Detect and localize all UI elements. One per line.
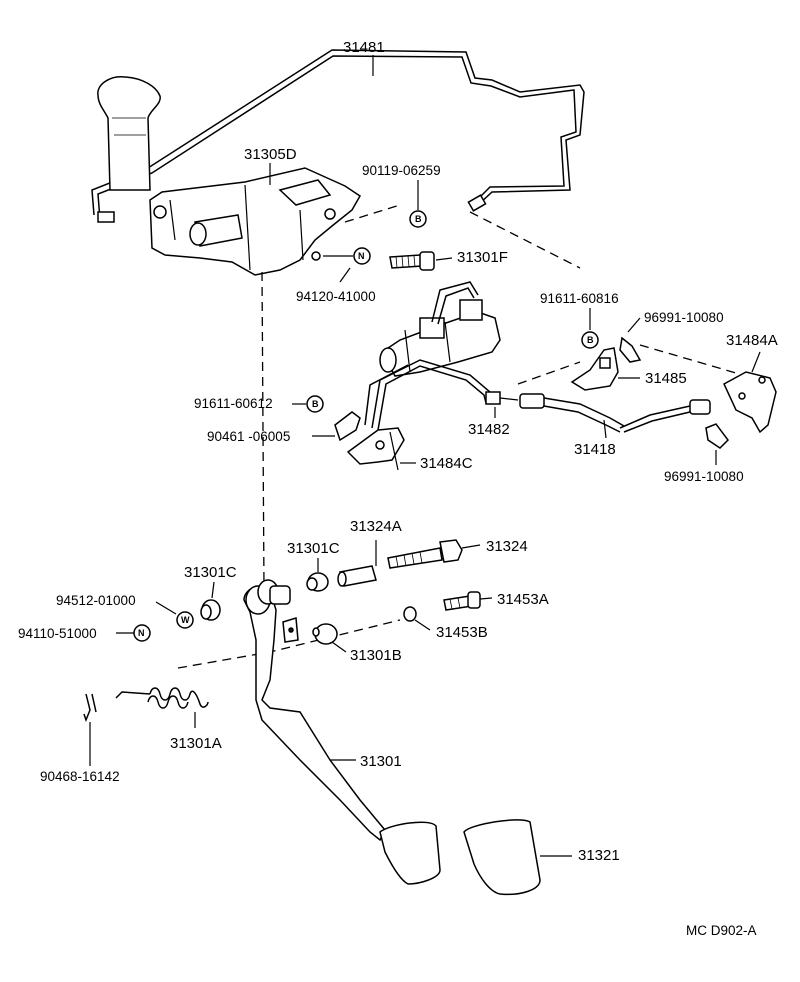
label-31301B: 31301B <box>350 647 402 664</box>
label-96991-10080-top: 96991-10080 <box>644 310 724 325</box>
marker-w-94512: W <box>176 611 194 629</box>
marker-b-91611-60816: B <box>581 331 599 349</box>
label-31481: 31481 <box>343 39 385 56</box>
bracket-31484C <box>346 427 405 471</box>
label-31324A: 31324A <box>350 518 402 535</box>
cotter-pin-90468-16142 <box>83 693 97 723</box>
svg-text:B: B <box>415 214 422 224</box>
label-91611-60612: 91611-60612 <box>194 396 273 411</box>
pedal-bracket-31305D <box>149 167 361 276</box>
clip-96991-10080-bottom <box>705 423 729 449</box>
label-94120-41000: 94120-41000 <box>296 289 376 304</box>
bracket-31485 <box>570 347 619 391</box>
label-31418: 31418 <box>574 441 616 458</box>
hose-31418 <box>499 393 711 433</box>
spring-31301A <box>115 687 209 709</box>
svg-text:B: B <box>312 399 319 409</box>
marker-b-90119: B <box>409 210 427 228</box>
label-90468-16142: 90468-16142 <box>40 769 120 784</box>
leader-31418 <box>603 419 607 439</box>
label-91611-60816: 91611-60816 <box>540 291 619 306</box>
label-31324: 31324 <box>486 538 528 555</box>
label-31453A: 31453A <box>497 591 549 608</box>
label-31453B: 31453B <box>436 624 488 641</box>
pedal-pad-31321 <box>463 819 541 896</box>
label-31482: 31482 <box>468 421 510 438</box>
label-31301C-left: 31301C <box>184 564 237 581</box>
label-31484C: 31484C <box>420 455 473 472</box>
clip-90461-06005 <box>334 411 361 442</box>
bolt-31301F <box>389 251 435 271</box>
svg-text:W: W <box>181 615 190 625</box>
label-31484A: 31484A <box>726 332 778 349</box>
label-96991-10080-bottom: 96991-10080 <box>664 469 744 484</box>
bolt-31324 <box>387 539 463 569</box>
label-31301A: 31301A <box>170 735 222 752</box>
marker-n-94110: N <box>133 624 151 642</box>
svg-text:N: N <box>138 628 145 638</box>
label-31301: 31301 <box>360 753 402 770</box>
leader-31301F <box>435 257 453 261</box>
bushing-31301C-upper <box>306 572 329 592</box>
alignment-line <box>261 271 265 591</box>
label-31301F: 31301F <box>457 249 508 266</box>
nut-31453B <box>403 606 417 622</box>
label-31305D: 31305D <box>244 146 297 163</box>
clip-96991-10080-top <box>619 336 642 363</box>
reservoir-tank <box>97 76 161 191</box>
master-cylinder-31482 <box>364 281 501 431</box>
label-31301C-upper: 31301C <box>287 540 340 557</box>
label-94110-51000: 94110-51000 <box>18 626 97 641</box>
label-94512-01000: 94512-01000 <box>56 593 136 608</box>
pedal-pad <box>379 821 441 885</box>
diagram-code: MC D902-A <box>686 923 757 938</box>
pedal-arm-31301 <box>243 579 386 842</box>
cushion-31301B <box>312 623 338 645</box>
bushing-31301C-left <box>200 599 221 621</box>
label-90119-06259: 90119-06259 <box>362 163 441 178</box>
label-31485: 31485 <box>645 370 687 387</box>
label-90461-06005: 90461 -06005 <box>207 429 290 444</box>
leader-94120-41000 <box>339 267 351 283</box>
pin-31324A <box>337 565 377 587</box>
label-31321: 31321 <box>578 847 620 864</box>
bracket-31484A <box>723 371 777 434</box>
svg-text:N: N <box>358 251 365 261</box>
clutch-pipe-31481 <box>91 49 585 223</box>
bolt-31453A <box>443 591 481 611</box>
marker-n-94120: N <box>353 247 371 265</box>
svg-text:B: B <box>587 335 594 345</box>
marker-b-91611-60612: B <box>306 395 324 413</box>
